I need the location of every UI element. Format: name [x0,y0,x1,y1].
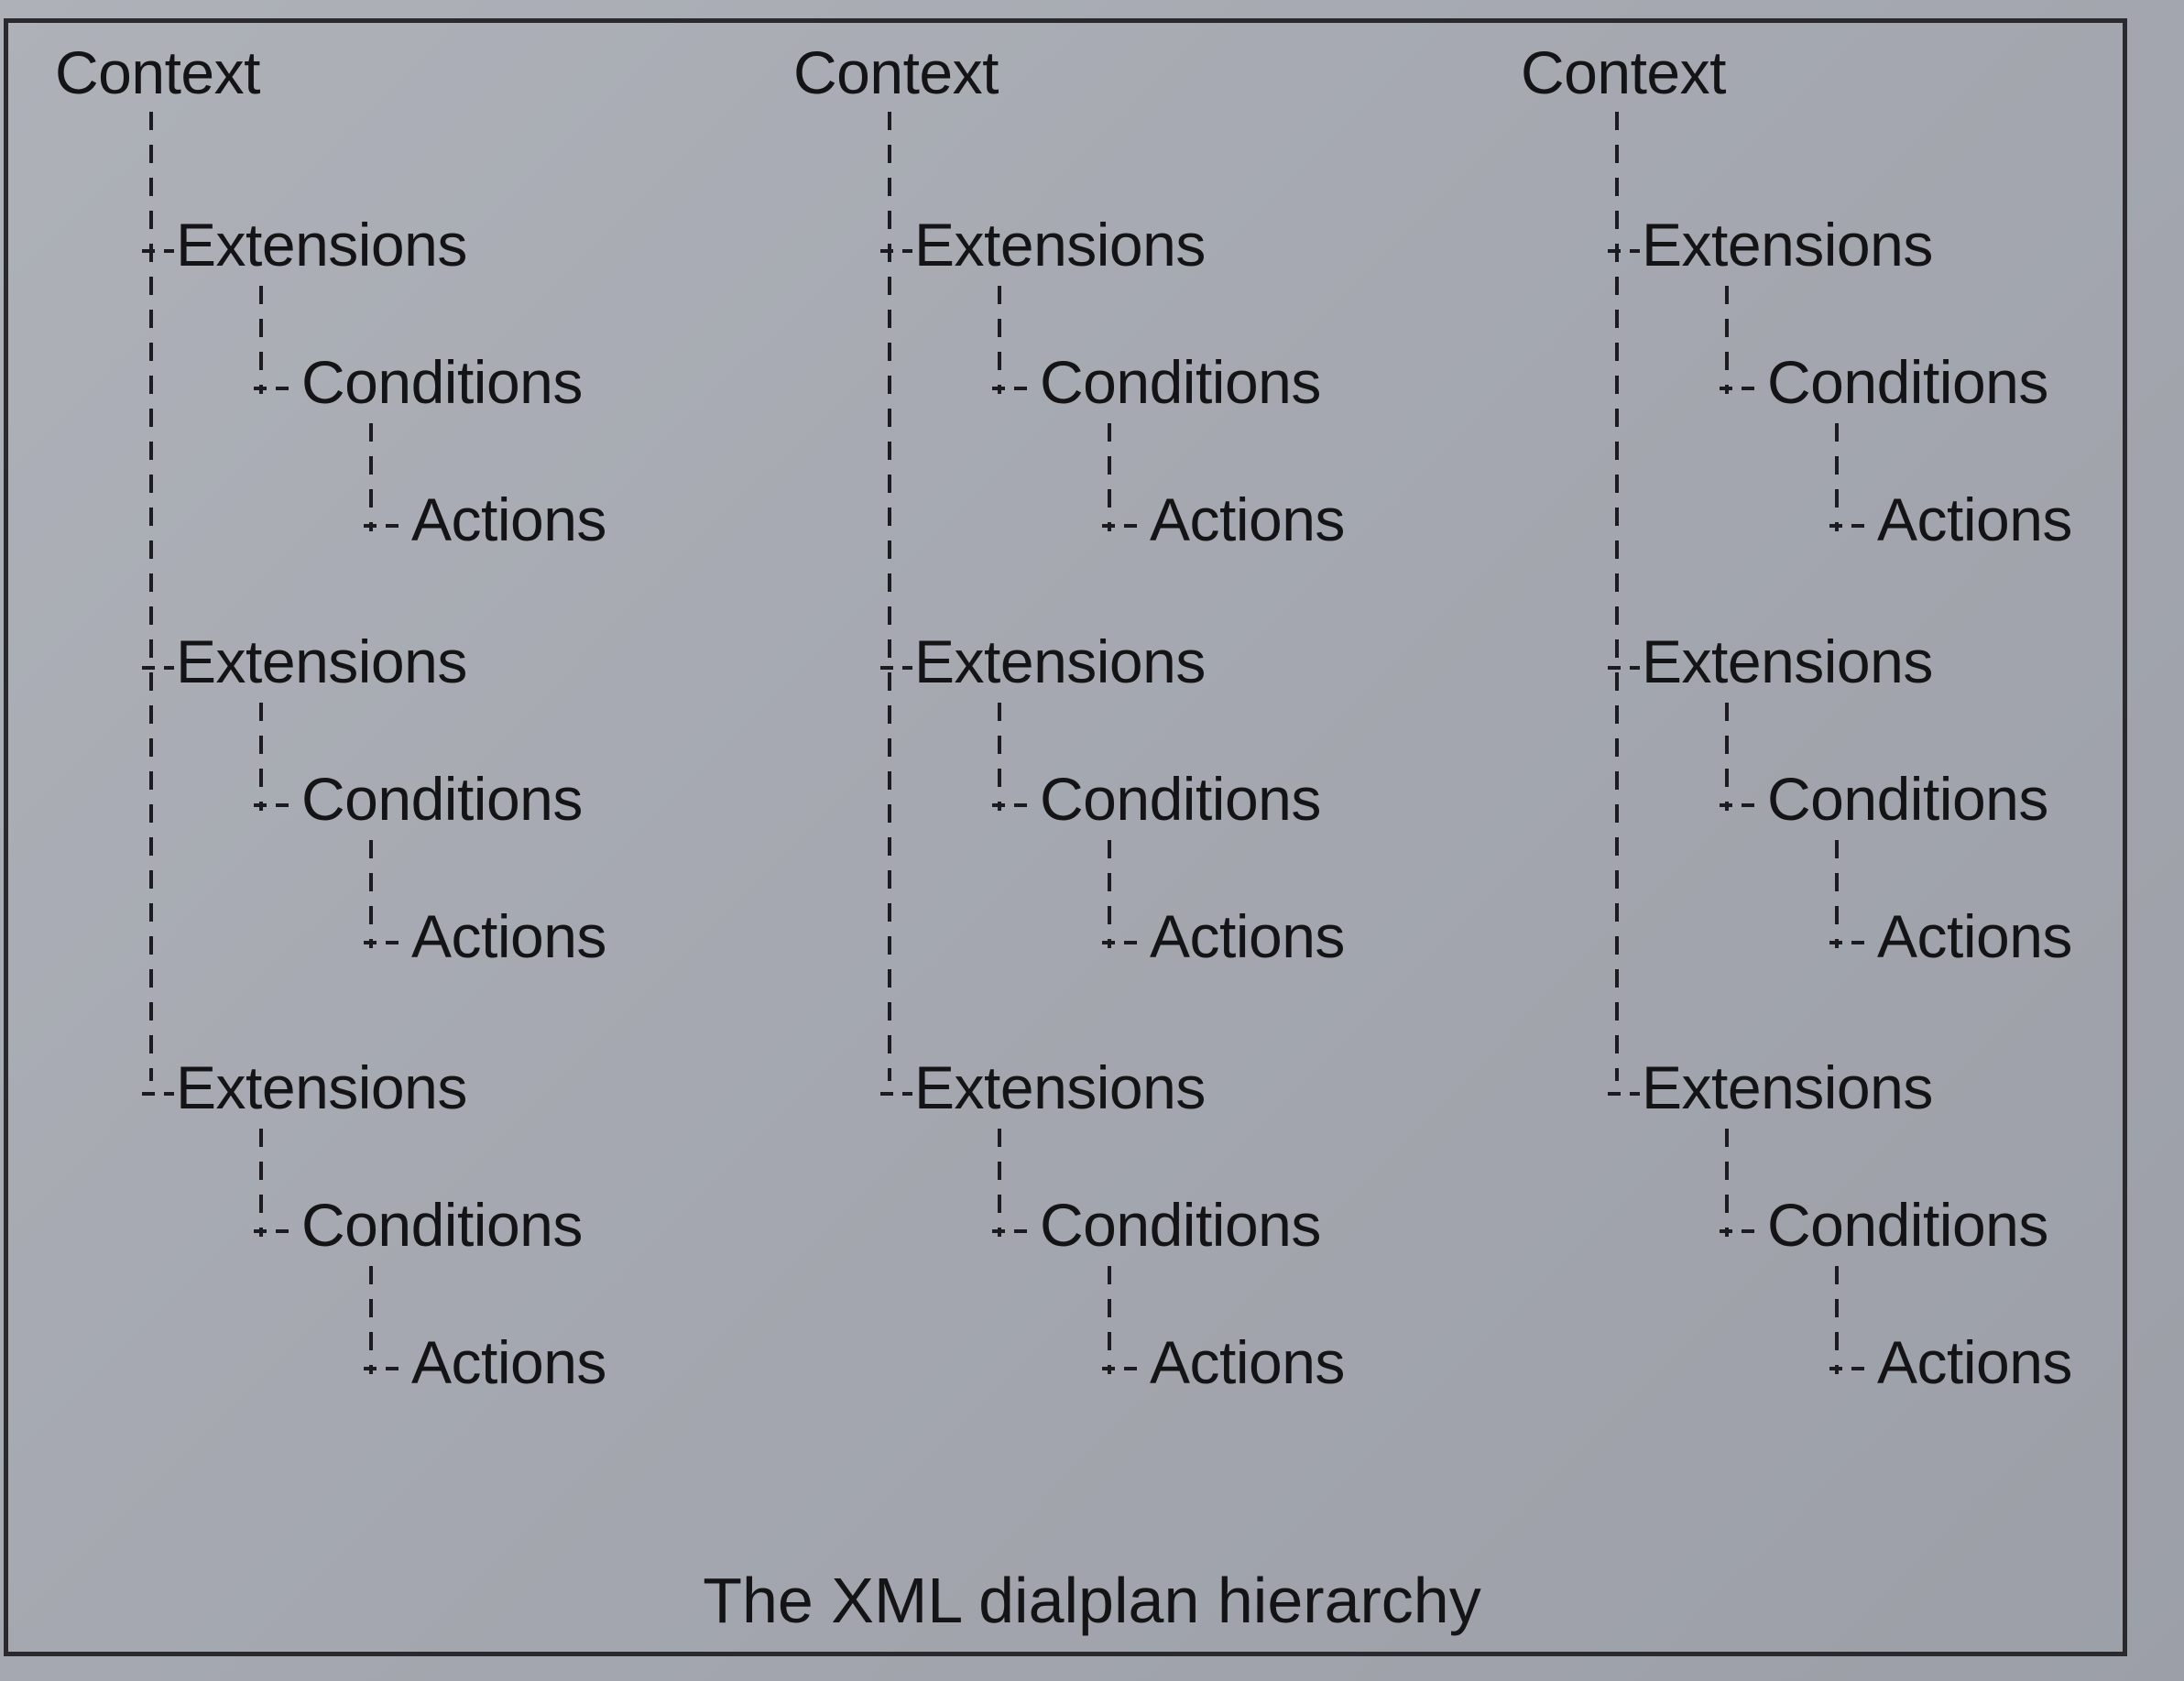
actions-label: Actions [1877,902,2072,970]
context-label: Context [1521,38,1726,106]
extensions-label: Extensions [914,628,1206,695]
conditions-label: Conditions [1040,1191,1321,1259]
actions-label: Actions [1150,486,1345,553]
conditions-label: Conditions [1040,765,1321,833]
conditions-label: Conditions [301,1191,583,1259]
actions-label: Actions [1150,1328,1345,1396]
actions-label: Actions [411,486,606,553]
conditions-label: Conditions [1767,348,2048,416]
conditions-label: Conditions [1040,348,1321,416]
extensions-label: Extensions [176,211,467,278]
conditions-label: Conditions [1767,1191,2048,1259]
extensions-label: Extensions [1642,211,1933,278]
extensions-label: Extensions [914,1053,1206,1121]
extensions-label: Extensions [176,1053,467,1121]
context-label: Context [55,38,260,106]
conditions-label: Conditions [301,348,583,416]
diagram-caption: The XML dialplan hierarchy [703,1565,1481,1636]
context-label: Context [793,38,999,106]
diagram-frame [4,18,2127,1656]
extensions-label: Extensions [914,211,1206,278]
conditions-label: Conditions [1767,765,2048,833]
actions-label: Actions [1877,1328,2072,1396]
actions-label: Actions [1150,902,1345,970]
actions-label: Actions [411,1328,606,1396]
conditions-label: Conditions [301,765,583,833]
extensions-label: Extensions [1642,628,1933,695]
extensions-label: Extensions [176,628,467,695]
actions-label: Actions [1877,486,2072,553]
extensions-label: Extensions [1642,1053,1933,1121]
actions-label: Actions [411,902,606,970]
